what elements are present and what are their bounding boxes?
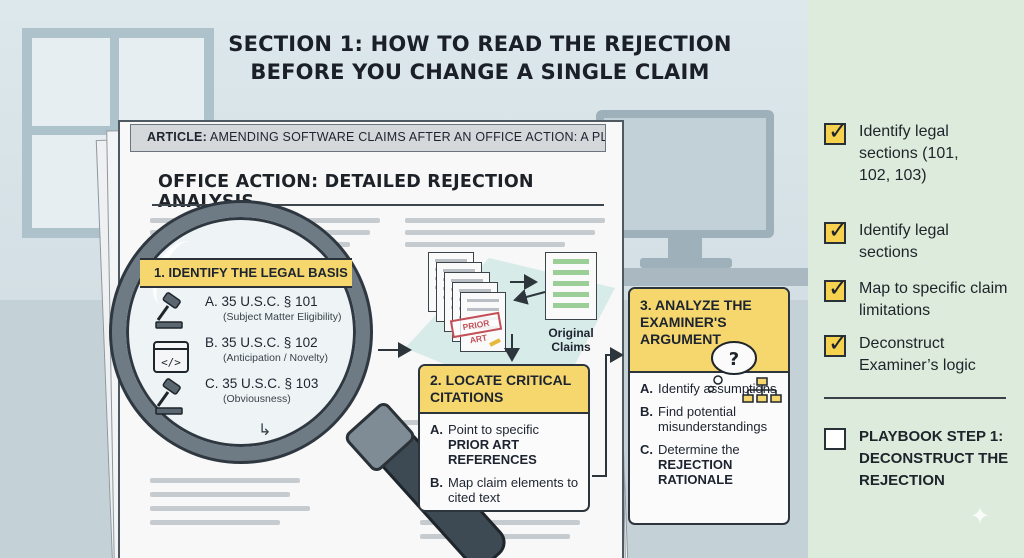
legal-basis-key: C. [205, 376, 219, 391]
step2-item: A. Point to specific PRIOR ART REFERENCE… [420, 422, 588, 467]
step1-heading: 1. IDENTIFY THE LEGAL BASIS [140, 258, 352, 288]
gavel-icon [150, 292, 190, 332]
step3-item-key: A. [640, 381, 653, 396]
legal-basis-item: A. 35 U.S.C. § 101 (Subject Matter Eligi… [205, 294, 341, 323]
checkbox-checked[interactable]: ✓ [824, 123, 846, 145]
checklist-item[interactable]: ✓ Identify legal sections (101, 102, 103… [824, 121, 1014, 187]
checkmark-icon: ✓ [828, 117, 848, 146]
checkmark-icon: ✓ [828, 329, 848, 358]
section-title-line-1: SECTION 1: HOW TO READ THE REJECTION [200, 30, 760, 58]
text-line [405, 242, 565, 247]
monitor-base [640, 258, 732, 268]
legal-basis-sub: (Subject Matter Eligibility) [223, 311, 341, 323]
original-claims-label: Original Claims [535, 326, 607, 354]
sparkle-icon: ✦ [970, 502, 990, 531]
step2-item-key: A. [430, 422, 443, 437]
legal-basis-sub: (Anticipation / Novelty) [223, 352, 328, 364]
gavel-icon [150, 378, 190, 418]
step3-item-text: Determine the [658, 442, 740, 457]
legal-basis-label: 35 U.S.C. § 102 [222, 335, 318, 350]
step2-item-key: B. [430, 475, 443, 490]
checkbox-unchecked[interactable] [824, 428, 846, 450]
step2-item-text: Map claim elements to cited text [448, 475, 578, 505]
checkbox-checked[interactable]: ✓ [824, 280, 846, 302]
text-line [405, 218, 605, 223]
checklist-item-text: Identify legal sections (101, 102, 103) [859, 121, 989, 187]
text-line [150, 520, 280, 525]
code-window-icon: </> [152, 340, 190, 374]
original-claims-text: Original Claims [548, 326, 593, 354]
checklist-item[interactable]: ✓ Identify legal sections [824, 220, 1014, 264]
article-prefix: ARTICLE: [147, 130, 207, 144]
monitor-stand [668, 238, 702, 260]
checklist-item-text: Deconstruct Examiner’s logic [859, 333, 989, 377]
legal-basis-key: B. [205, 335, 218, 350]
legal-basis-sub: (Obviousness) [223, 393, 318, 405]
text-line [150, 506, 310, 511]
checklist-item-text: Map to specific claim limitations [859, 278, 1019, 322]
magnifier-lens [112, 203, 370, 461]
checklist-item-text: Identify legal sections [859, 220, 969, 264]
text-line [405, 230, 595, 235]
step3-item-key: C. [640, 442, 653, 457]
checklist-divider [824, 397, 1006, 399]
checklist-item[interactable]: ✓ Deconstruct Examiner’s logic [824, 333, 1014, 377]
step3-item-bold: REJECTION RATIONALE [658, 457, 733, 487]
step3-item: C. Determine the REJECTION RATIONALE [630, 442, 788, 487]
playbook-step-item[interactable]: PLAYBOOK STEP 1: DECONSTRUCT THE REJECTI… [824, 426, 1014, 492]
step2-card: 2. LOCATE CRITICAL CITATIONS A. Point to… [418, 364, 590, 512]
step3-item: B. Find potential misunderstandings [630, 404, 788, 434]
section-title-line-2: BEFORE YOU CHANGE A SINGLE CLAIM [200, 58, 760, 86]
step2-item-text: Point to specific [448, 422, 539, 437]
text-line [150, 492, 290, 497]
article-bar: ARTICLE: AMENDING SOFTWARE CLAIMS AFTER … [130, 124, 606, 152]
step2-item: B. Map claim elements to cited text [420, 475, 588, 505]
step2-heading: 2. LOCATE CRITICAL CITATIONS [420, 366, 588, 414]
step3-item-text: Find potential misunderstandings [658, 404, 767, 434]
text-line [150, 478, 300, 483]
flowchart-icon [742, 376, 782, 406]
original-claims-document [545, 252, 597, 320]
step3-item-key: B. [640, 404, 653, 419]
legal-basis-item: B. 35 U.S.C. § 102 (Anticipation / Novel… [205, 335, 328, 364]
checkbox-checked[interactable]: ✓ [824, 222, 846, 244]
svg-text:?: ? [729, 349, 739, 370]
legal-basis-key: A. [205, 294, 218, 309]
checkbox-checked[interactable]: ✓ [824, 335, 846, 357]
article-title: AMENDING SOFTWARE CLAIMS AFTER AN OFFICE… [210, 130, 606, 144]
checklist-item[interactable]: ✓ Map to specific claim limitations [824, 278, 1014, 322]
svg-text:</>: </> [161, 356, 181, 369]
curved-arrow-icon: ↳ [258, 420, 271, 440]
legal-basis-label: 35 U.S.C. § 101 [222, 294, 318, 309]
section-title: SECTION 1: HOW TO READ THE REJECTION BEF… [200, 30, 760, 86]
checkmark-icon: ✓ [828, 274, 848, 303]
playbook-step-text: PLAYBOOK STEP 1: DECONSTRUCT THE REJECTI… [859, 426, 1014, 492]
legal-basis-label: 35 U.S.C. § 103 [222, 376, 318, 391]
checkmark-icon: ✓ [828, 216, 848, 245]
legal-basis-item: C. 35 U.S.C. § 103 (Obviousness) [205, 376, 318, 405]
step2-item-bold: PRIOR ART REFERENCES [448, 437, 537, 467]
